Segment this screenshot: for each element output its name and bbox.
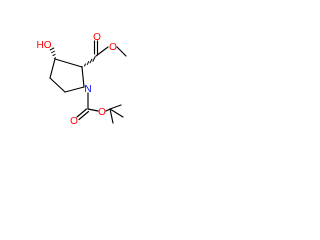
bond-ester-c-o-single bbox=[95, 46, 109, 57]
bond-carbamate-c-o-double-b bbox=[78, 110, 90, 121]
ring-bond-n-c2 bbox=[81, 66, 85, 88]
carbamate-ether-oxygen-label: O bbox=[98, 107, 106, 118]
ring-bond-c4-c5 bbox=[49, 77, 66, 93]
ester-carbonyl-oxygen-label: O bbox=[93, 32, 101, 43]
ring-bond-c5-n bbox=[64, 86, 85, 93]
bond-carbamate-c-o-double-a bbox=[76, 108, 88, 118]
carbamate-carbonyl-oxygen-label: O bbox=[70, 116, 78, 127]
ring-bond-c3-c4 bbox=[49, 58, 56, 79]
bond-carbamate-c-o-single bbox=[87, 108, 99, 112]
bond-tbu-methyl-3 bbox=[109, 108, 124, 118]
ring-nitrogen-label: N bbox=[84, 84, 91, 95]
bond-tbu-methyl-2 bbox=[109, 108, 114, 124]
stereo-hash-wedge-ester bbox=[81, 56, 96, 69]
ester-ether-oxygen-label: O bbox=[109, 42, 117, 53]
bond-ester-o-methyl bbox=[116, 46, 127, 57]
ring-bond-c2-c3 bbox=[54, 58, 83, 68]
bond-tbu-methyl-1 bbox=[109, 104, 122, 110]
molecule-structure: HO N O O O O bbox=[37, 32, 127, 127]
hydroxyl-label: HO bbox=[37, 40, 52, 51]
stereo-hash-wedge-hydroxyl bbox=[49, 47, 57, 59]
bond-o-tert-butyl-c bbox=[105, 108, 111, 112]
